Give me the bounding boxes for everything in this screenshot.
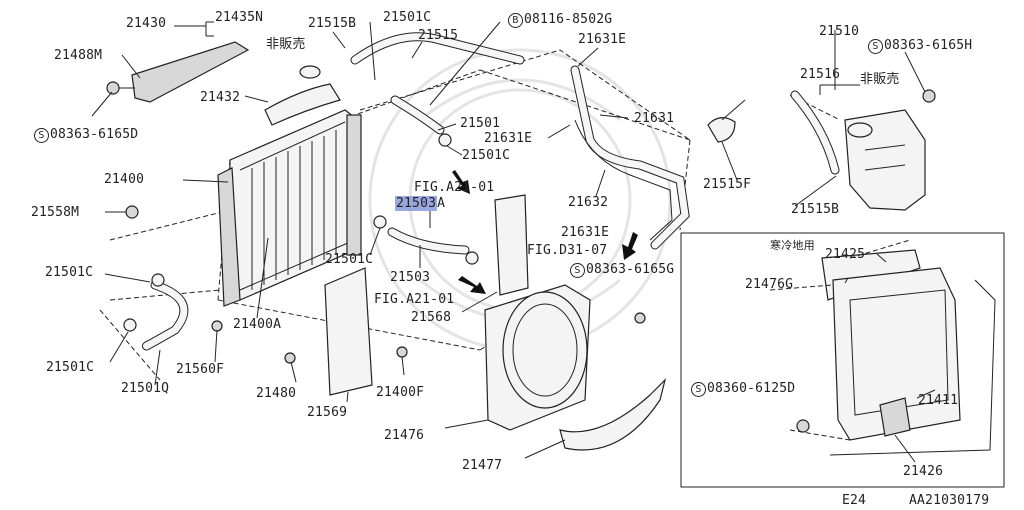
highlighted-part-21503[interactable]: 21503 — [395, 196, 438, 211]
label-21411: 21411 — [918, 393, 959, 408]
label-21400F: 21400F — [376, 385, 425, 400]
arrow-2 — [458, 276, 486, 294]
label-21476G: 21476G — [745, 277, 794, 292]
label-fig-a21-01-bottom: FIG.A21-01 — [374, 292, 455, 307]
label-21558M: 21558M — [31, 205, 80, 220]
fan-shroud-21476 — [484, 284, 591, 431]
part-21477-lower-shroud — [559, 378, 667, 451]
label-21488M: 21488M — [54, 48, 103, 63]
label-21631E-mid: 21631E — [484, 131, 533, 146]
screw-prefix-icon: S — [691, 382, 706, 397]
label-21426: 21426 — [903, 464, 944, 479]
label-cold-region: 寒冷地用 — [770, 239, 815, 252]
label-21501Q: 21501Q — [121, 381, 170, 396]
label-21631: 21631 — [634, 111, 675, 126]
label-21631E-low: 21631E — [561, 225, 610, 240]
label-21560F: 21560F — [176, 362, 225, 377]
label-21430: 21430 — [126, 16, 167, 31]
label-21480: 21480 — [256, 386, 297, 401]
label-21477: 21477 — [462, 458, 503, 473]
label-not-for-sale-2: 非販売 — [860, 72, 900, 87]
label-21400: 21400 — [104, 172, 145, 187]
bolt-prefix-icon: B — [508, 13, 523, 28]
label-21501C-left: 21501C — [45, 265, 94, 280]
part-21515F-clip — [707, 117, 736, 143]
label-21515B-right: 21515B — [791, 202, 840, 217]
label-21476: 21476 — [384, 428, 425, 443]
label-21425: 21425 — [825, 247, 866, 262]
arrow-1 — [452, 170, 470, 194]
label-21503: 21503 — [390, 270, 431, 285]
footer-model: E24 — [842, 493, 867, 508]
part-21568-plate — [494, 194, 529, 296]
screw-prefix-icon: S — [868, 39, 883, 54]
label-21515: 21515 — [418, 28, 459, 43]
fasteners — [106, 81, 936, 433]
screw-prefix-icon: S — [570, 263, 585, 278]
label-21510: 21510 — [819, 24, 860, 39]
label-fig-a21-01-top: FIG.A21-01 — [414, 180, 495, 195]
footer-code: AA21030179 — [909, 493, 990, 508]
radiator-core-21400 — [217, 109, 362, 307]
part-21432-upper-pipe — [264, 83, 341, 126]
cold-region-inset — [680, 232, 1005, 488]
label-21632: 21632 — [568, 195, 609, 210]
label-fig-d31-07: FIG.D31-07 — [527, 243, 608, 258]
label-21400A: 21400A — [233, 317, 282, 332]
cold-region-parts — [769, 239, 996, 463]
label-not-for-sale-1: 非販売 — [266, 37, 306, 52]
label-21631E-top: 21631E — [578, 32, 627, 47]
leader-lines — [91, 21, 926, 459]
label-21501C-center: 21501C — [325, 252, 374, 267]
label-21501C-bottom: 21501C — [46, 360, 95, 375]
label-21516: 21516 — [800, 67, 841, 82]
label-21501C-top: 21501C — [383, 10, 432, 25]
label-21515F: 21515F — [703, 177, 752, 192]
reservoir-tank-21510 — [844, 109, 926, 211]
label-21501C-mid: 21501C — [462, 148, 511, 163]
label-21568: 21568 — [411, 310, 452, 325]
label-21569: 21569 — [307, 405, 348, 420]
screw-prefix-icon: S — [34, 128, 49, 143]
part-21569-plate — [324, 267, 373, 396]
label-21501: 21501 — [460, 116, 501, 131]
label-21515B-top: 21515B — [308, 16, 357, 31]
part-21430-bracket — [131, 41, 250, 103]
arrow-3 — [622, 232, 638, 260]
label-21432: 21432 — [200, 90, 241, 105]
label-21503A: 21503A — [395, 196, 446, 211]
label-21435N: 21435N — [215, 10, 264, 25]
